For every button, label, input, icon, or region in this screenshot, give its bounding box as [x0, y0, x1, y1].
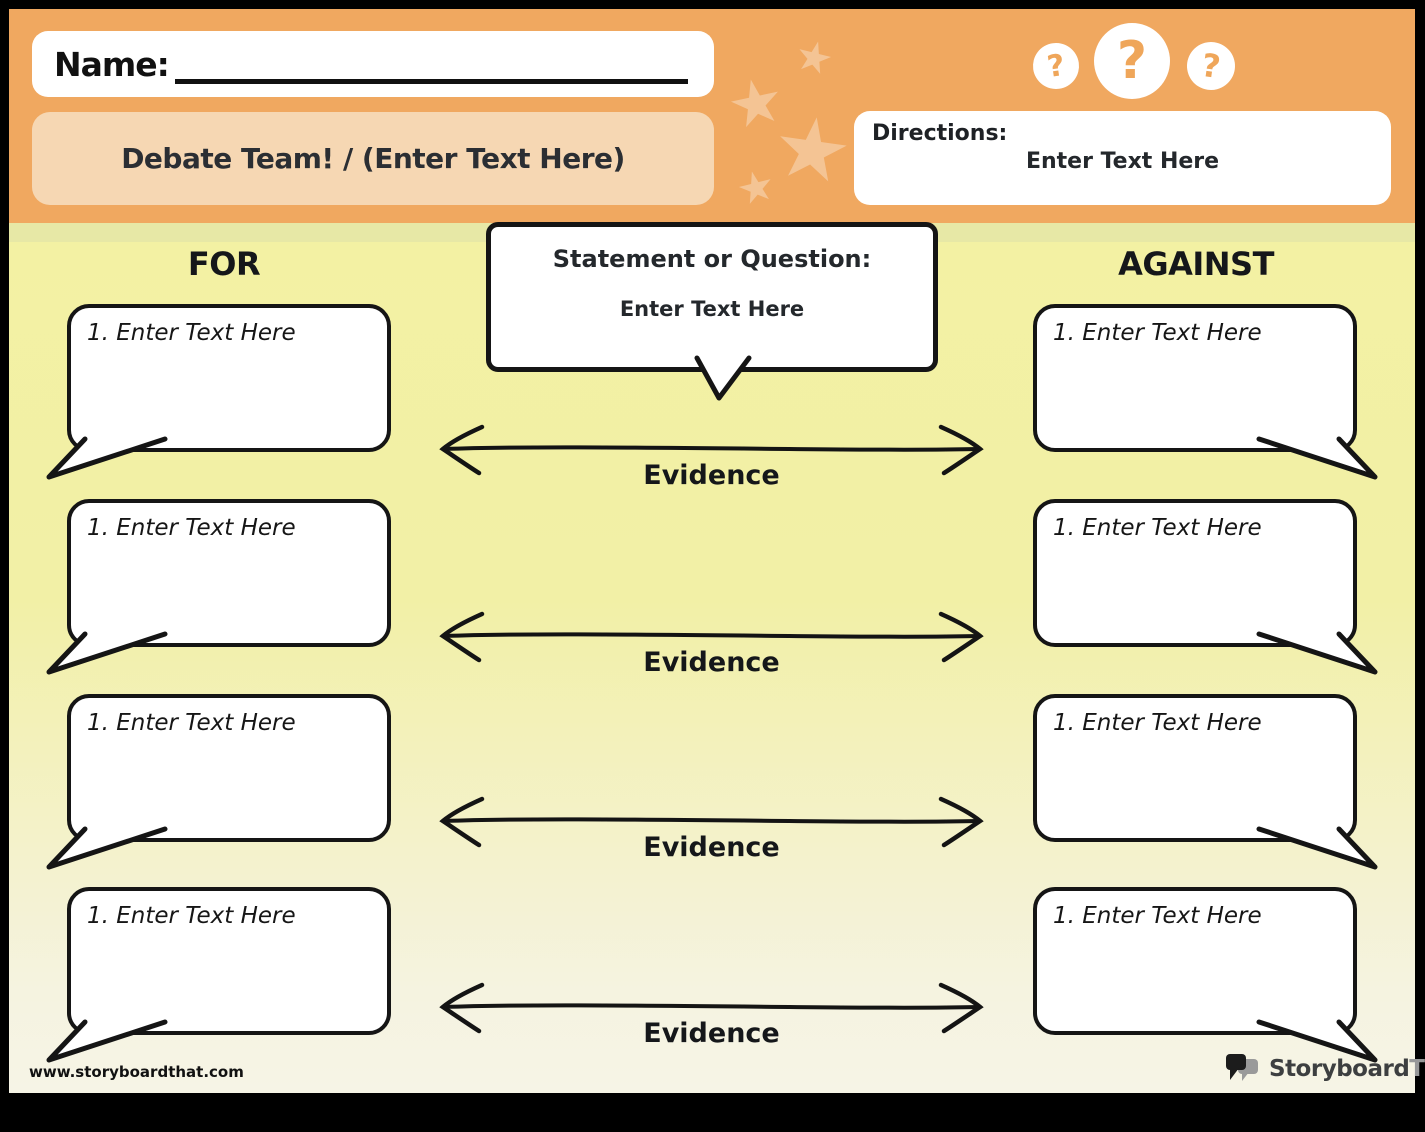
- bubble-tail: [1256, 631, 1378, 675]
- evidence-row: Evidence: [434, 794, 989, 863]
- double-arrow-icon: [439, 611, 984, 663]
- evidence-row: Evidence: [434, 422, 989, 491]
- name-box: Name:: [32, 31, 714, 97]
- evidence-label: Evidence: [643, 460, 780, 491]
- evidence-row: Evidence: [434, 609, 989, 678]
- worksheet-page: Name: Debate Team! / (Enter Text Here) ?…: [9, 9, 1425, 1093]
- logo-text: StoryboardThat: [1269, 1056, 1425, 1082]
- footer-url: www.storyboardthat.com: [29, 1063, 244, 1081]
- for-bubble-2-text[interactable]: 1. Enter Text Here: [87, 515, 296, 541]
- against-bubble-1-text[interactable]: 1. Enter Text Here: [1053, 320, 1262, 346]
- against-bubble-3[interactable]: 1. Enter Text Here: [1033, 694, 1378, 870]
- bubble-tail: [1256, 436, 1378, 480]
- directions-box: Directions: Enter Text Here: [854, 111, 1391, 205]
- for-bubble-1-text[interactable]: 1. Enter Text Here: [87, 320, 296, 346]
- directions-text[interactable]: Enter Text Here: [1025, 149, 1220, 174]
- for-bubble-3[interactable]: 1. Enter Text Here: [46, 694, 391, 870]
- evidence-label: Evidence: [643, 647, 780, 678]
- question-mark-icon: ?: [1183, 38, 1239, 94]
- bubble-tail: [46, 631, 168, 675]
- for-heading: FOR: [187, 245, 261, 283]
- against-heading: AGAINST: [1118, 245, 1274, 283]
- for-bubble-2[interactable]: 1. Enter Text Here: [46, 499, 391, 675]
- name-input-line[interactable]: [174, 79, 688, 84]
- star-icon: [735, 167, 776, 208]
- against-bubble-4-text[interactable]: 1. Enter Text Here: [1053, 903, 1262, 929]
- header-band: Name: Debate Team! / (Enter Text Here) ?…: [9, 9, 1415, 223]
- question-mark-icon: ?: [1094, 23, 1170, 99]
- logo-speech-bubbles-icon: [1226, 1054, 1258, 1081]
- star-icon: [726, 74, 785, 133]
- for-bubble-4-text[interactable]: 1. Enter Text Here: [87, 903, 296, 929]
- bubble-tail: [46, 1019, 168, 1063]
- for-bubble-1[interactable]: 1. Enter Text Here: [46, 304, 391, 480]
- star-icon: [793, 37, 834, 78]
- bubble-tail: [46, 436, 168, 480]
- against-bubble-3-text[interactable]: 1. Enter Text Here: [1053, 710, 1262, 736]
- question-mark-glyph: ?: [1199, 45, 1223, 87]
- for-bubble-3-text[interactable]: 1. Enter Text Here: [87, 710, 296, 736]
- logo-text-main: Storyboard: [1269, 1056, 1410, 1082]
- question-mark-glyph: ?: [1116, 31, 1148, 91]
- question-mark-glyph: ?: [1044, 47, 1068, 85]
- evidence-label: Evidence: [643, 1018, 780, 1049]
- evidence-label: Evidence: [643, 832, 780, 863]
- double-arrow-icon: [439, 424, 984, 476]
- directions-label: Directions:: [872, 121, 1008, 146]
- star-icon: [773, 112, 852, 189]
- statement-label: Statement or Question:: [552, 245, 872, 273]
- name-label: Name:: [54, 44, 170, 84]
- statement-text[interactable]: Enter Text Here: [619, 297, 805, 321]
- double-arrow-icon: [439, 796, 984, 848]
- against-bubble-4[interactable]: 1. Enter Text Here: [1033, 887, 1378, 1063]
- against-bubble-2[interactable]: 1. Enter Text Here: [1033, 499, 1378, 675]
- bubble-tail: [46, 826, 168, 870]
- for-bubble-4[interactable]: 1. Enter Text Here: [46, 887, 391, 1063]
- logo-text-accent: That: [1409, 1056, 1425, 1082]
- statement-bubble[interactable]: Statement or Question: Enter Text Here: [486, 222, 938, 401]
- question-mark-icon: ?: [1030, 40, 1082, 92]
- title-box[interactable]: Debate Team! / (Enter Text Here): [32, 112, 714, 205]
- double-arrow-icon: [439, 982, 984, 1034]
- evidence-row: Evidence: [434, 980, 989, 1049]
- bubble-tail: [1256, 826, 1378, 870]
- worksheet-title: Debate Team! / (Enter Text Here): [121, 142, 625, 175]
- bubble-tail: [1256, 1019, 1378, 1063]
- storyboardthat-logo: StoryboardThat: [1225, 1053, 1425, 1085]
- statement-bubble-tail: [694, 355, 752, 401]
- against-bubble-1[interactable]: 1. Enter Text Here: [1033, 304, 1378, 480]
- against-bubble-2-text[interactable]: 1. Enter Text Here: [1053, 515, 1262, 541]
